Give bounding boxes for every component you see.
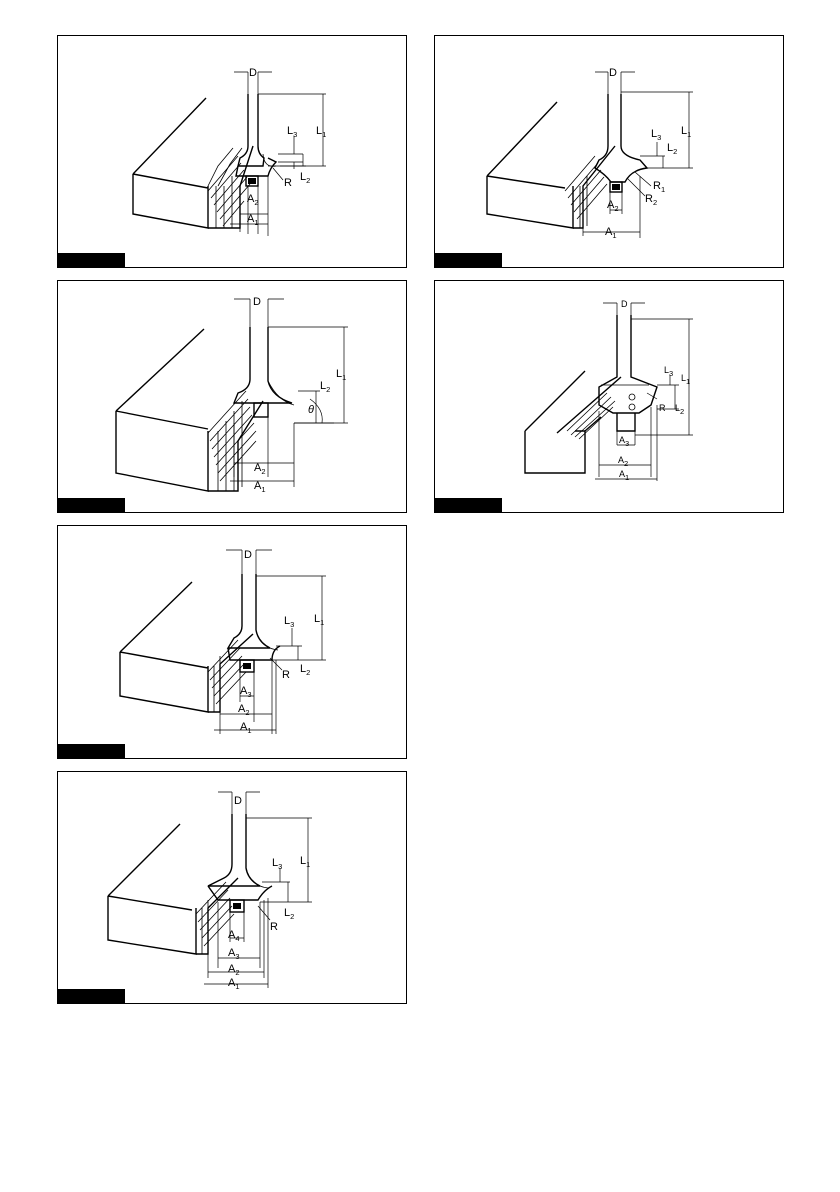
- label-L1: L1: [300, 855, 310, 869]
- router-bit-diagram-1: D L1 L3 L2 R A2 A1: [58, 36, 408, 269]
- label-L2: L2: [300, 171, 310, 185]
- label-R: R: [270, 921, 278, 933]
- label-L1: L1: [336, 368, 346, 382]
- label-L3: L3: [287, 125, 297, 139]
- router-bit-diagram-2: D L1 L3 L2 R1 R2 A2 A1: [435, 36, 785, 269]
- figure-number-tag-5: [57, 744, 125, 759]
- label-D: D: [621, 299, 628, 309]
- figure-number-tag-6: [57, 989, 125, 1004]
- label-R2: R2: [645, 193, 657, 207]
- figure-panel-4: D L1 L3 L2 R A3 A2 A1: [434, 280, 784, 513]
- label-A1: A1: [605, 226, 617, 240]
- figure-panel-5: D L1 L3 L2 R A3 A2 A1: [57, 525, 407, 759]
- label-D: D: [609, 67, 617, 79]
- router-bit-diagram-3: D L1 L2 θ A2 A1: [58, 281, 408, 514]
- label-A2: A2: [238, 703, 250, 717]
- figure-number-tag-1: [57, 253, 125, 268]
- label-D: D: [249, 67, 257, 79]
- label-A2: A2: [247, 193, 259, 207]
- label-L3: L3: [284, 615, 294, 629]
- label-A1: A1: [228, 977, 240, 991]
- label-R: R: [659, 403, 666, 413]
- label-A2: A2: [228, 963, 240, 977]
- label-D: D: [234, 795, 242, 807]
- label-R: R: [282, 669, 290, 681]
- label-R1: R1: [653, 180, 665, 194]
- label-A4: A4: [228, 929, 240, 943]
- label-L2: L2: [320, 380, 330, 394]
- label-A3: A3: [240, 685, 252, 699]
- figure-number-tag-3: [57, 498, 125, 513]
- figure-panel-6: D L1 L3 L2 R A4 A3 A2 A1: [57, 771, 407, 1004]
- label-R: R: [284, 177, 292, 189]
- label-A2: A2: [254, 462, 266, 476]
- label-D: D: [253, 296, 261, 308]
- label-L3: L3: [651, 128, 661, 142]
- router-bit-diagram-5: D L1 L3 L2 R A3 A2 A1: [58, 526, 408, 760]
- label-L1: L1: [316, 125, 326, 139]
- label-A1: A1: [240, 721, 252, 735]
- label-L2: L2: [300, 663, 310, 677]
- router-bit-diagram-6: D L1 L3 L2 R A4 A3 A2 A1: [58, 772, 408, 1005]
- figure-number-tag-4: [434, 498, 502, 513]
- label-L3: L3: [272, 857, 282, 871]
- label-L2: L2: [667, 142, 677, 156]
- label-theta: θ: [308, 404, 314, 416]
- label-A2: A2: [618, 455, 628, 468]
- label-A1: A1: [247, 213, 259, 227]
- label-L1: L1: [681, 125, 691, 139]
- label-A3: A3: [619, 435, 629, 448]
- figure-panel-2: D L1 L3 L2 R1 R2 A2 A1: [434, 35, 784, 268]
- figure-panel-3: D L1 L2 θ A2 A1: [57, 280, 407, 513]
- label-L1: L1: [314, 613, 324, 627]
- label-A1: A1: [254, 480, 266, 494]
- label-L3: L3: [664, 365, 673, 378]
- router-bit-diagram-4: D L1 L3 L2 R A3 A2 A1: [435, 281, 785, 514]
- label-L2: L2: [675, 403, 684, 416]
- label-A3: A3: [228, 947, 240, 961]
- label-L2: L2: [284, 907, 294, 921]
- label-D: D: [244, 549, 252, 561]
- figure-number-tag-2: [434, 253, 502, 268]
- figure-panel-1: D L1 L3 L2 R A2 A1: [57, 35, 407, 268]
- label-A2: A2: [607, 199, 619, 213]
- label-A1: A1: [619, 469, 629, 482]
